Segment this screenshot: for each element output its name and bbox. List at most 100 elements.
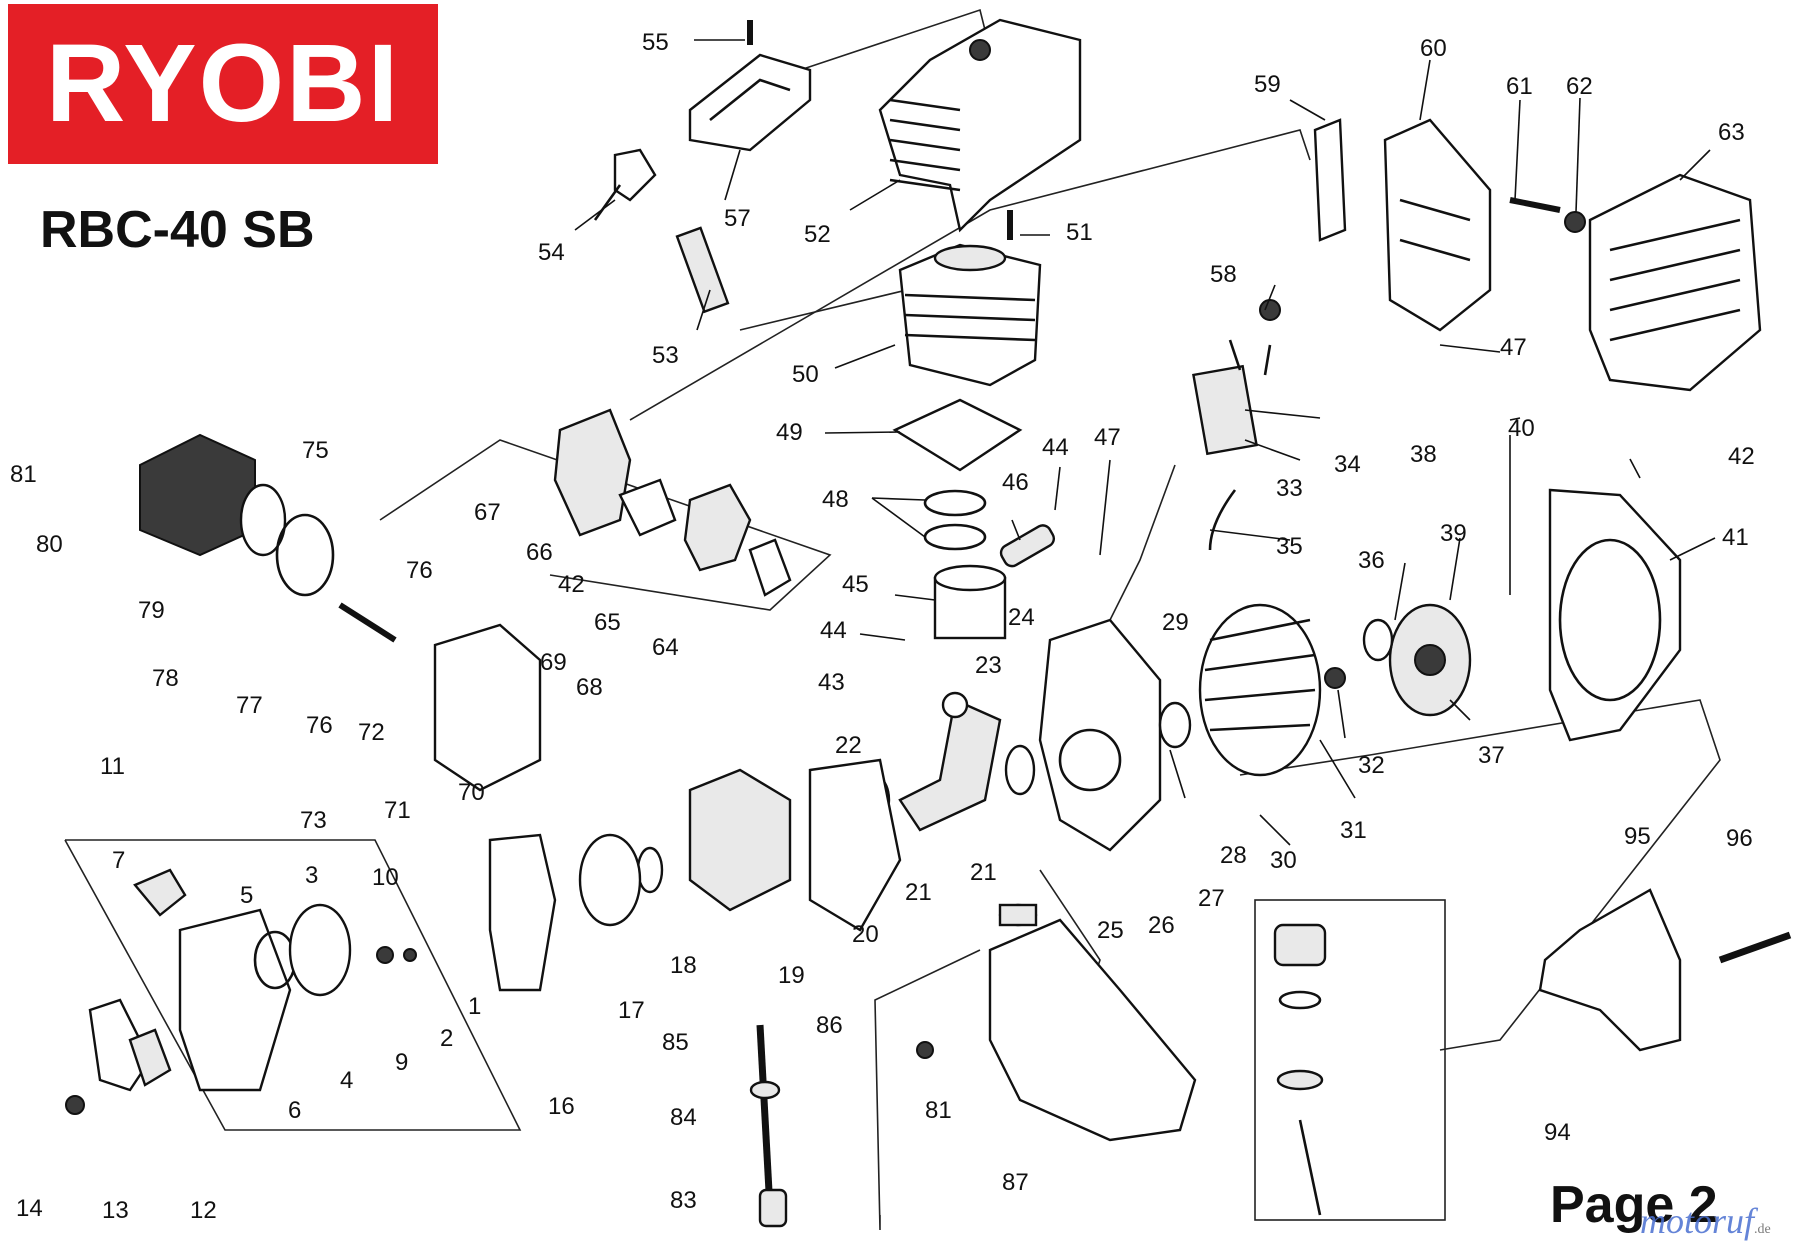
cylinder-50 <box>898 210 1042 387</box>
label-2: 2 <box>440 1025 453 1052</box>
label-14: 14 <box>16 1195 43 1222</box>
engine-cover-52 <box>878 18 1082 233</box>
watermark: motoruf.de <box>1640 1200 1771 1242</box>
label-1: 1 <box>468 993 481 1020</box>
label-83: 83 <box>670 1187 697 1214</box>
filter-83 <box>758 1188 788 1228</box>
fuel-line-link <box>874 949 981 1231</box>
label-33: 33 <box>1276 475 1303 502</box>
ignition-coil-33 <box>1192 339 1272 456</box>
gasket-20 <box>808 758 902 932</box>
piston-ring-48a <box>923 489 987 517</box>
label-35: 35 <box>1276 533 1303 560</box>
bracket-95 <box>1538 888 1682 1052</box>
fuel-pipe-84 <box>756 1024 774 1211</box>
label-53: 53 <box>652 342 679 369</box>
crankcase-26 <box>1038 618 1162 852</box>
label-36: 36 <box>1358 547 1385 574</box>
cover-13 <box>88 998 152 1092</box>
label-19: 19 <box>778 962 805 989</box>
nut-32 <box>1324 667 1346 689</box>
label-48: 48 <box>822 486 849 513</box>
label-16: 16 <box>548 1093 575 1120</box>
gasket-64 <box>748 538 792 597</box>
starter-case-6 <box>178 908 292 1092</box>
label-38: 38 <box>1410 441 1437 468</box>
label-40: 40 <box>1508 415 1535 442</box>
label-78: 78 <box>152 665 179 692</box>
clutch-37 <box>1388 603 1472 717</box>
label-4: 4 <box>340 1067 353 1094</box>
model-title: RBC-40 SB <box>40 201 315 259</box>
label-85: 85 <box>662 1029 689 1056</box>
label-52: 52 <box>804 221 831 248</box>
top-cover-57 <box>688 20 812 152</box>
group-outlines <box>64 8 1721 1231</box>
label-43: 43 <box>818 669 845 696</box>
label-73: 73 <box>300 807 327 834</box>
label-6: 6 <box>288 1097 301 1124</box>
label-86: 86 <box>816 1012 843 1039</box>
label-72: 72 <box>358 719 385 746</box>
pulley-17 <box>578 833 642 927</box>
label-76b: 76 <box>306 712 333 739</box>
ratchet-9 <box>376 946 394 964</box>
muffler-cover-63 <box>1588 173 1762 392</box>
plug-cap-54 <box>593 148 657 221</box>
label-57: 57 <box>724 205 751 232</box>
label-25: 25 <box>1097 917 1124 944</box>
spark-plug-53 <box>675 226 730 314</box>
nut-2 <box>403 948 417 962</box>
muffler-60 <box>1383 118 1492 332</box>
bearing-21b <box>1004 744 1036 796</box>
label-71: 71 <box>384 797 411 824</box>
label-42a: 42 <box>1728 443 1755 470</box>
label-7: 7 <box>112 847 125 874</box>
cap-group-outline <box>1254 899 1446 1221</box>
screw-14 <box>65 1095 85 1115</box>
carburetor-group-outline <box>379 439 832 611</box>
screw-76 <box>338 602 397 643</box>
piston-pin-46 <box>999 524 1056 568</box>
cover-12 <box>128 1028 172 1087</box>
ryobi-logo: RYOBI <box>8 4 438 164</box>
label-26: 26 <box>1148 912 1175 939</box>
plate-16 <box>488 833 557 992</box>
label-69: 69 <box>540 649 567 676</box>
label-75: 75 <box>302 437 329 464</box>
label-61: 61 <box>1506 73 1533 100</box>
label-42b: 42 <box>558 571 585 598</box>
label-18: 18 <box>670 952 697 979</box>
washer-36 <box>1362 618 1394 662</box>
label-76a: 76 <box>406 557 433 584</box>
label-59: 59 <box>1254 71 1281 98</box>
muffler-gasket-59 <box>1313 118 1347 242</box>
leader-lines <box>574 39 1716 846</box>
air-cleaner-cover-80 <box>139 433 256 557</box>
air-cleaner-base-71 <box>433 623 542 792</box>
label-21b: 21 <box>970 859 997 886</box>
label-28: 28 <box>1220 842 1247 869</box>
label-50: 50 <box>792 361 819 388</box>
label-62: 62 <box>1566 73 1593 100</box>
watermark-suffix: .de <box>1754 1222 1771 1237</box>
label-29: 29 <box>1162 609 1189 636</box>
label-12: 12 <box>190 1197 217 1224</box>
part-number-labels: 1 2 3 4 5 6 7 9 10 11 12 13 14 16 17 18 … <box>10 29 1755 1224</box>
label-20: 20 <box>852 921 879 948</box>
cover-link-line <box>739 8 986 91</box>
fuel-tank-87 <box>988 903 1197 1142</box>
label-66: 66 <box>526 539 553 566</box>
label-32: 32 <box>1358 752 1385 779</box>
label-54: 54 <box>538 239 565 266</box>
label-44b: 44 <box>1042 434 1069 461</box>
gasket-66 <box>618 478 677 537</box>
label-41: 41 <box>1722 524 1749 551</box>
nut-62 <box>1564 211 1586 233</box>
label-21a: 21 <box>905 879 932 906</box>
label-44a: 44 <box>820 617 847 644</box>
label-37: 37 <box>1478 742 1505 769</box>
piston-45 <box>933 564 1007 640</box>
label-81b: 81 <box>925 1097 952 1124</box>
